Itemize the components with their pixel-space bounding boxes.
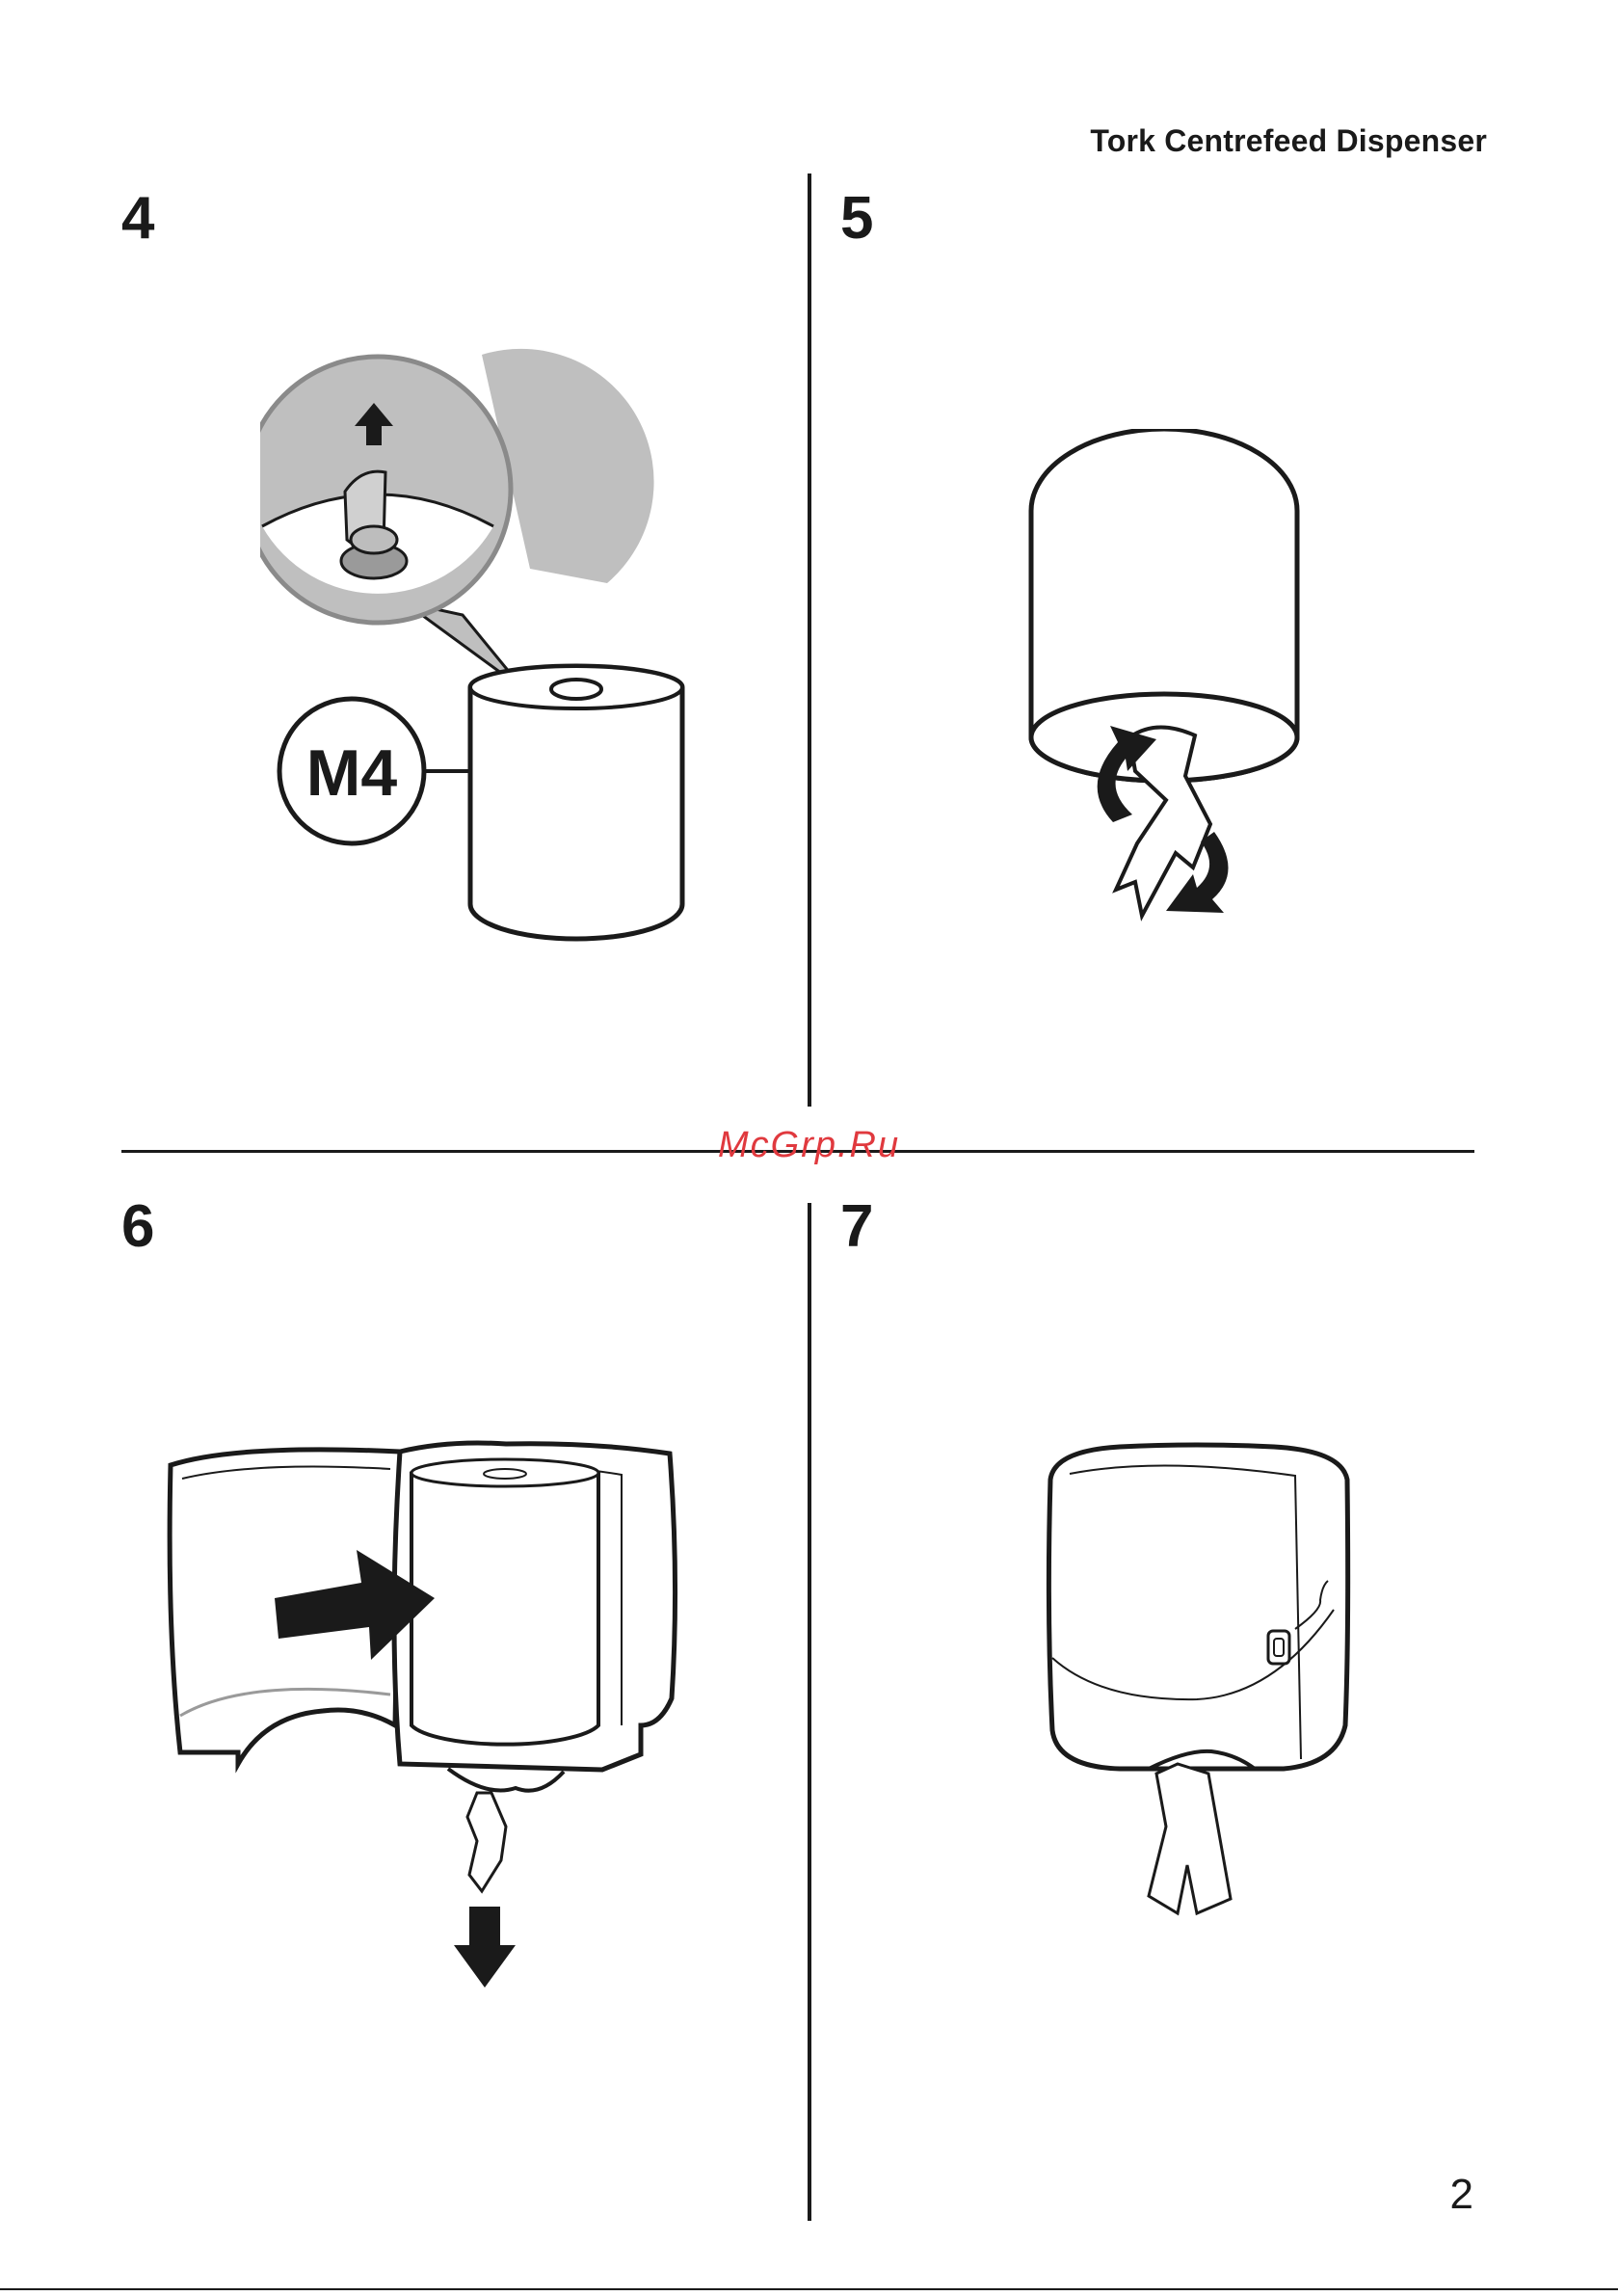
dispenser-button xyxy=(1268,1631,1289,1664)
paper-strip-dispensed xyxy=(1149,1764,1231,1913)
step-5-illustration xyxy=(1021,429,1311,949)
watermark: McGrp.Ru xyxy=(718,1125,900,1166)
step-7-illustration xyxy=(1043,1441,1361,1923)
roll-in-dispenser xyxy=(411,1462,598,1744)
dispenser-closed xyxy=(1048,1445,1347,1769)
page-number: 2 xyxy=(1450,2171,1473,2219)
bottom-rule xyxy=(0,2288,1618,2290)
paper-strip xyxy=(467,1793,506,1891)
step-6-illustration xyxy=(159,1436,689,1995)
step-number-7: 7 xyxy=(840,1197,873,1257)
divider-vertical-top xyxy=(808,174,811,1107)
step-number-4: 4 xyxy=(121,189,154,249)
step-number-5: 5 xyxy=(840,189,873,249)
m4-badge-label: M4 xyxy=(306,736,398,810)
arrow-down-icon xyxy=(454,1907,516,1988)
step-number-6: 6 xyxy=(121,1197,154,1257)
document-title: Tork Centrefeed Dispenser xyxy=(1090,123,1487,159)
step-4-illustration: M4 xyxy=(260,347,703,974)
divider-vertical-bottom xyxy=(808,1203,811,2221)
